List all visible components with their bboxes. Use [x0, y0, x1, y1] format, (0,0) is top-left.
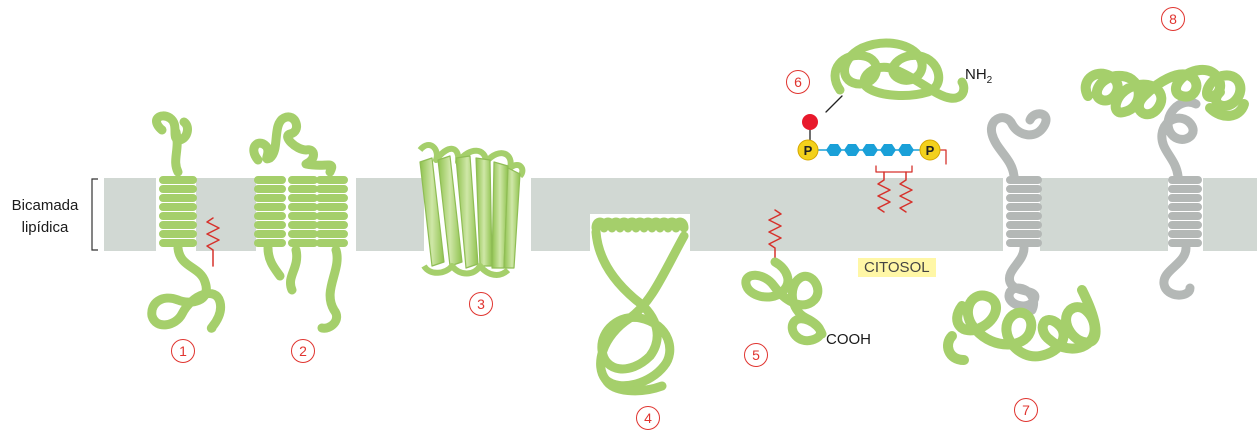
bilayer-label: Bicamada lipídica [2, 195, 88, 239]
linker-ball [802, 114, 818, 130]
phosphate-right-label: P [926, 143, 935, 158]
protein-number-8: 8 [1161, 7, 1185, 31]
protein-number-7: 7 [1014, 398, 1038, 422]
protein-number-4: 4 [636, 406, 660, 430]
protein-number-6: 6 [786, 70, 810, 94]
bilayer-label-line2: lipídica [2, 217, 88, 239]
protein-number-2: 2 [291, 339, 315, 363]
protein-3-beta-barrel [420, 145, 522, 275]
protein-number-1: 1 [171, 339, 195, 363]
bilayer-bracket [92, 179, 98, 250]
sugar-chain [826, 144, 914, 156]
cytosol-label: CITOSOL [858, 258, 936, 277]
phosphate-left-label: P [804, 143, 813, 158]
bilayer-label-line1: Bicamada [2, 195, 88, 217]
protein-number-3: 3 [469, 292, 493, 316]
protein-2-multi-pass [254, 117, 344, 328]
amino-terminus-subscript: 2 [987, 75, 993, 86]
protein-number-5: 5 [744, 343, 768, 367]
carboxyl-terminus-label: COOH [826, 331, 871, 348]
amino-terminus-label: NH2 [965, 66, 992, 86]
protein-4-monotopic [596, 222, 684, 391]
amino-terminus-text: NH [965, 66, 987, 83]
